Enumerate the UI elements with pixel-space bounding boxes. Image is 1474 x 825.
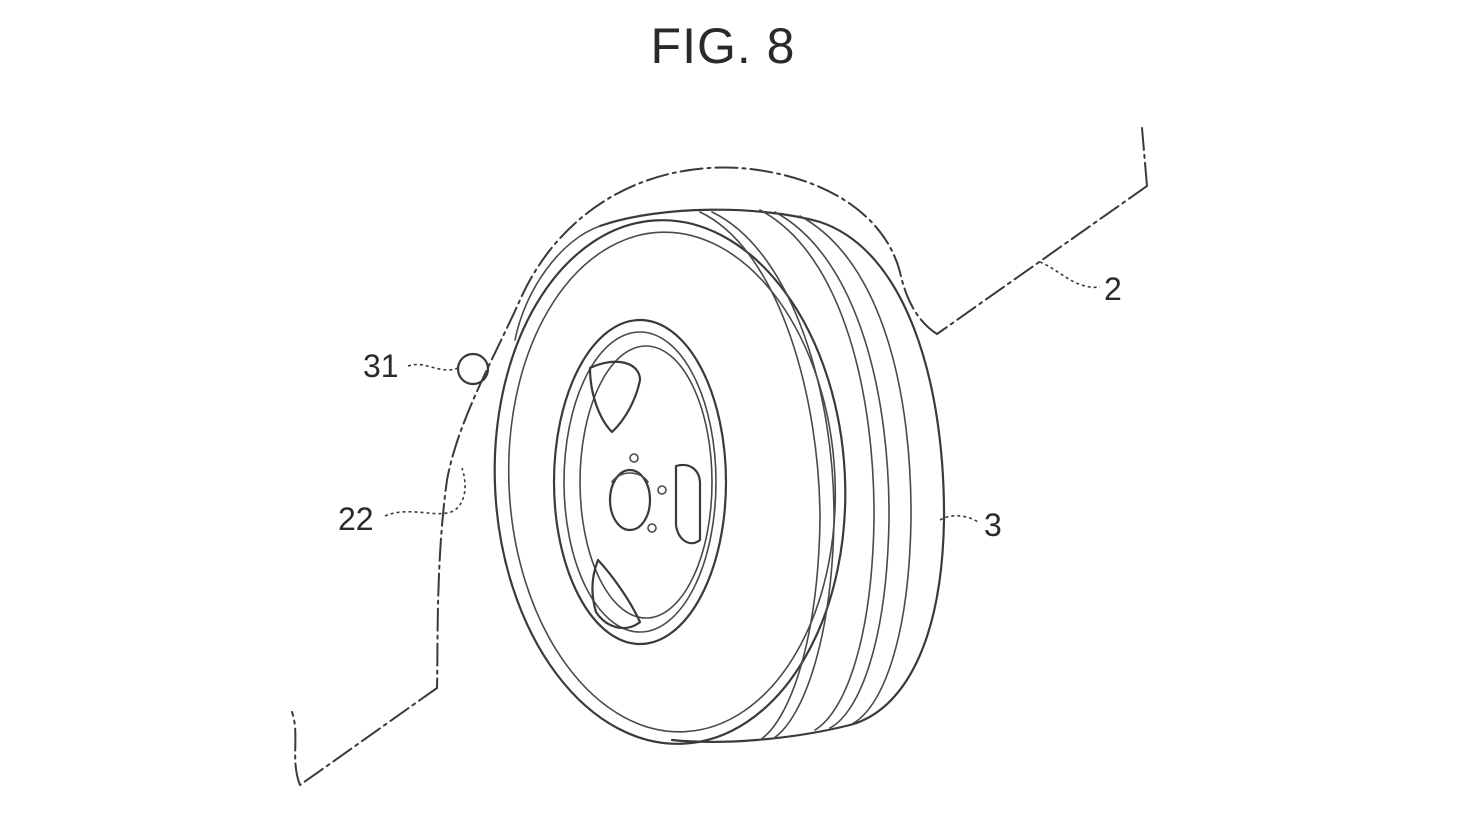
wheel-rim — [552, 318, 728, 646]
leader-body-2 — [1039, 261, 1101, 288]
label-body: 2 — [1104, 271, 1122, 307]
leader-arch-22 — [384, 467, 466, 517]
tire — [493, 208, 946, 745]
sensor-31-circle — [456, 352, 490, 386]
leader-sensor-31 — [407, 363, 459, 371]
vehicle-body-outline — [291, 127, 1148, 786]
leader-tire-3 — [939, 514, 979, 523]
label-sensor: 31 — [363, 348, 399, 384]
label-tire: 3 — [984, 507, 1002, 543]
label-wheel-arch: 22 — [338, 501, 374, 537]
figure-title: FIG. 8 — [651, 18, 796, 74]
